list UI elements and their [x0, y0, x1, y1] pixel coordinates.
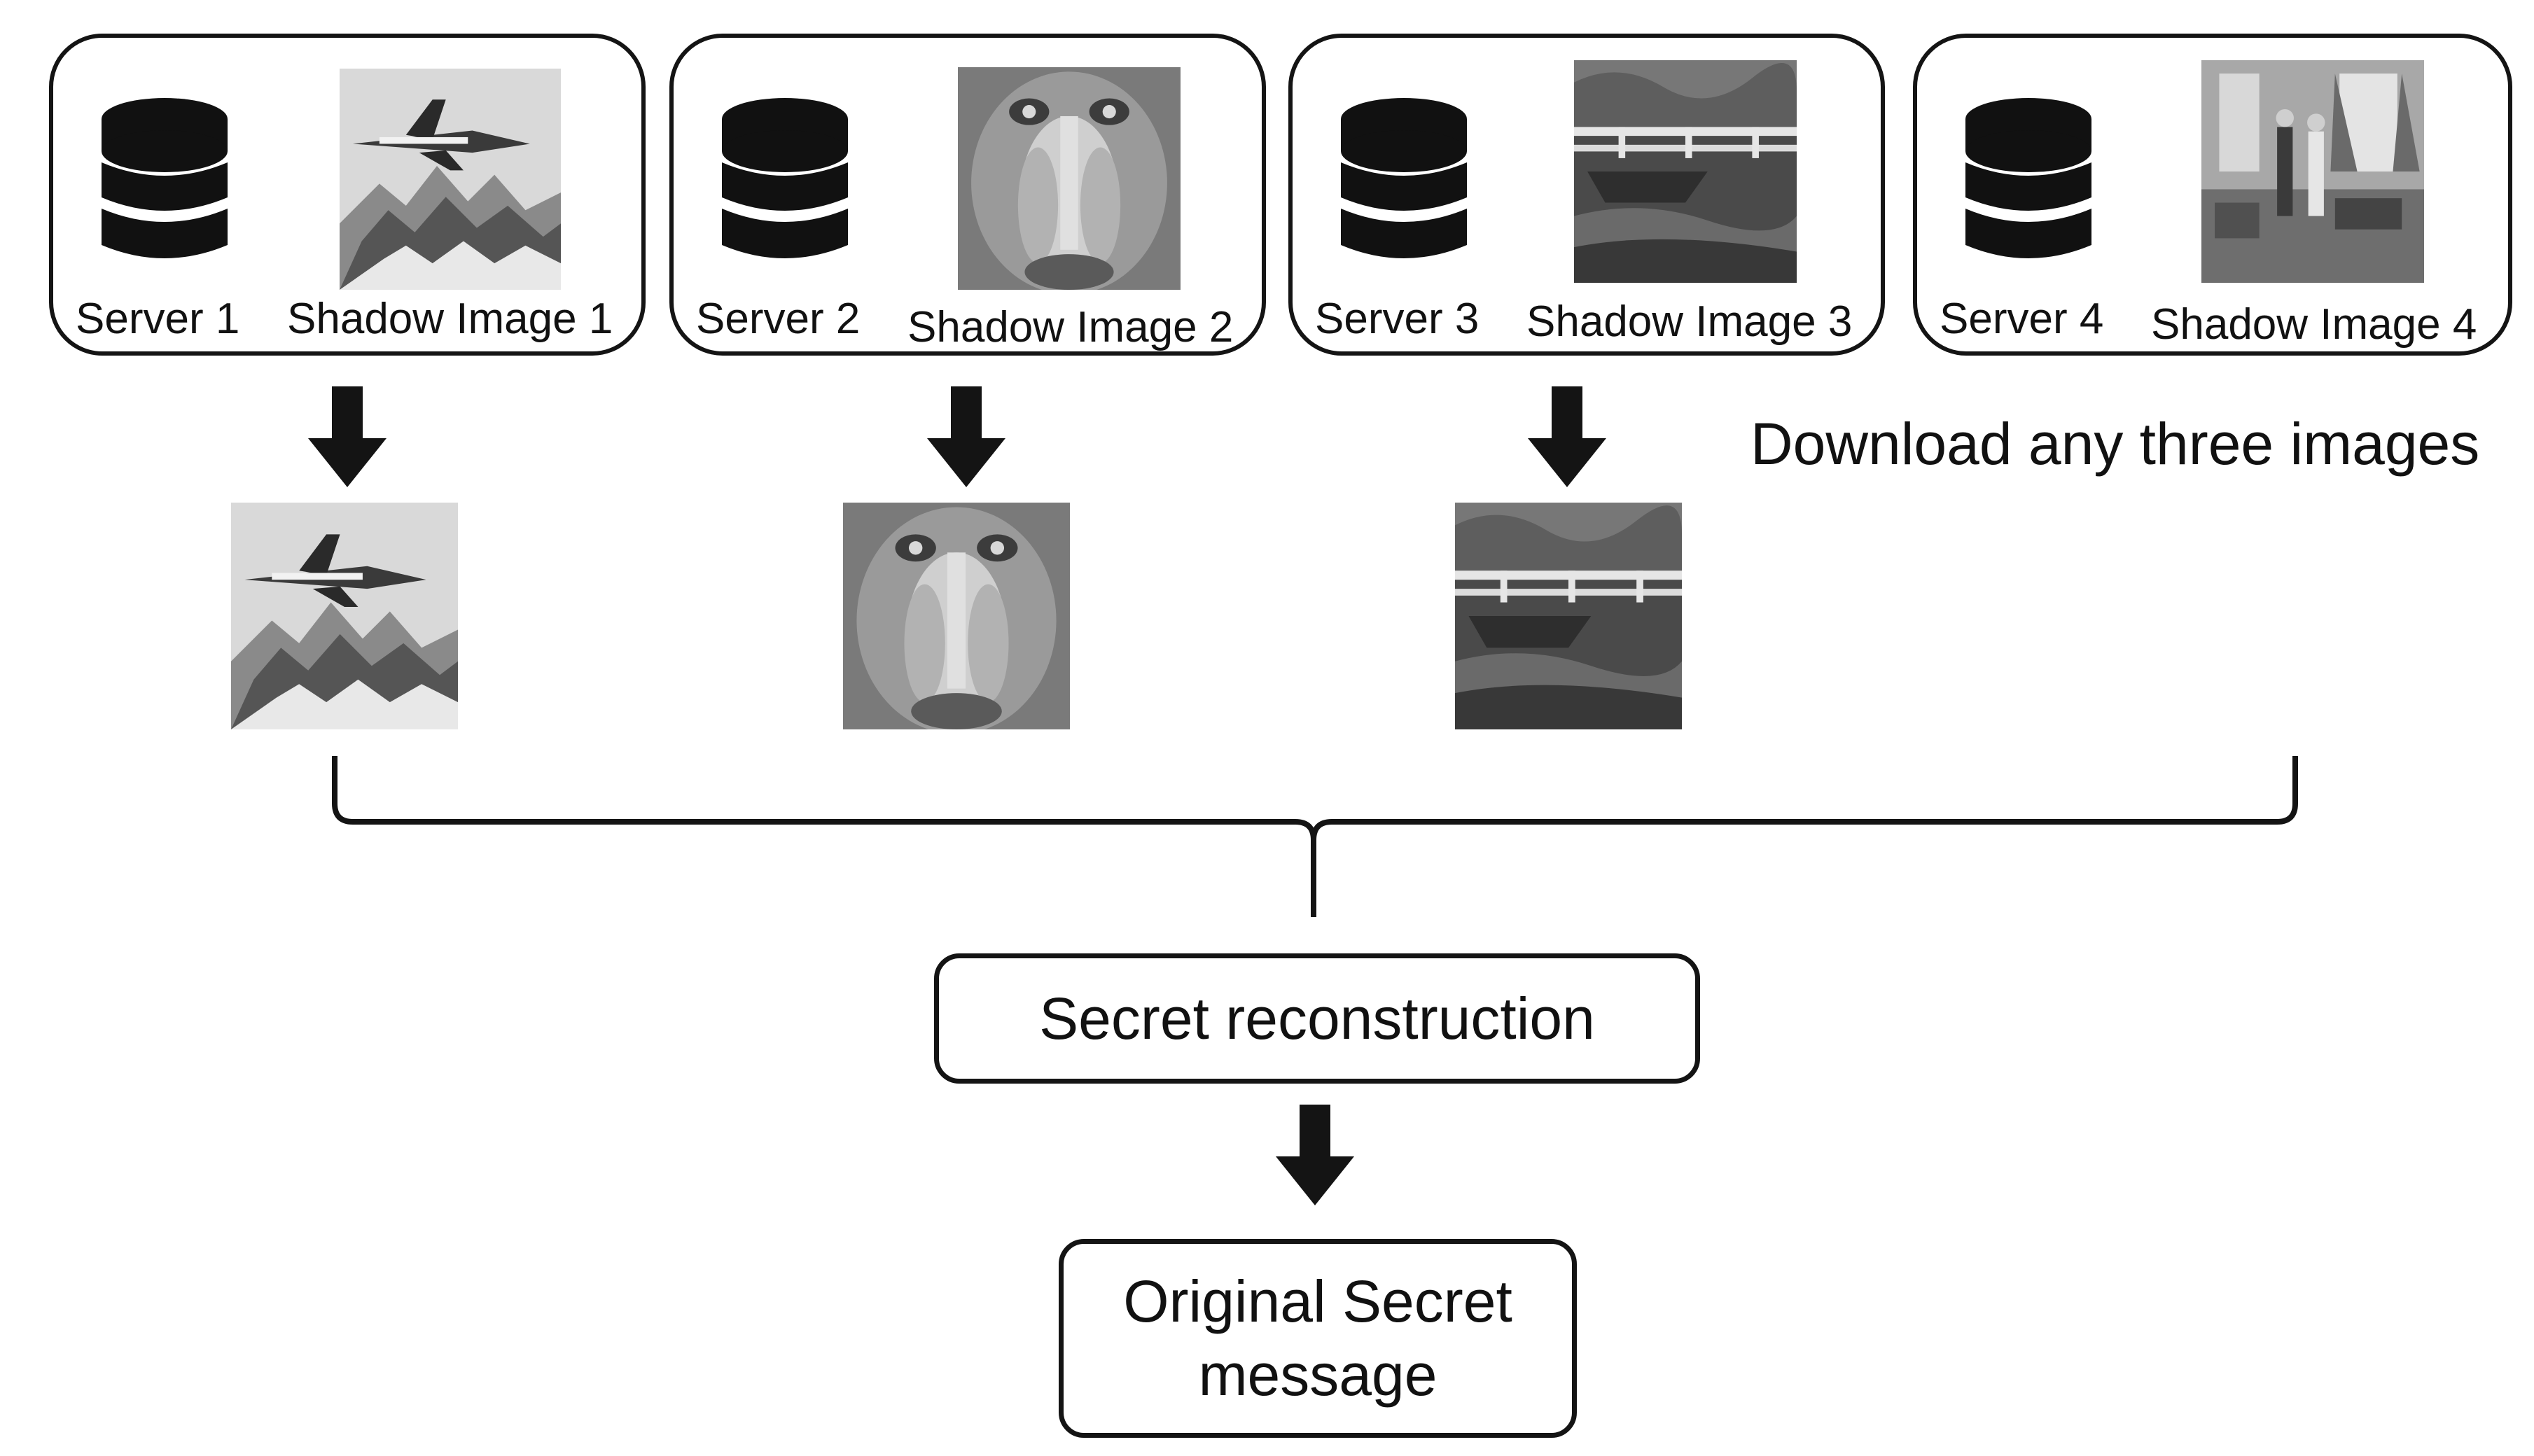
down-arrow-icon	[924, 386, 1008, 487]
mandrill-icon	[956, 67, 1182, 290]
shadow-image-3	[1573, 60, 1798, 283]
bridge-boat-icon	[1573, 60, 1798, 283]
database-icon	[1337, 95, 1470, 270]
server-card-4: Server 4 Shadow Image 4	[1913, 34, 2512, 356]
server-card-1: Server 1 Shadow Image 1	[49, 34, 646, 356]
shadow-image-1	[337, 69, 563, 290]
downloaded-image-2	[843, 503, 1070, 729]
down-arrow-icon	[1525, 386, 1609, 487]
download-caption: Download any three images	[1750, 411, 2480, 477]
server-label: Server 1	[76, 295, 240, 343]
shadow-image-label: Shadow Image 3	[1526, 298, 1853, 346]
original-secret-label: Original Secret message	[1123, 1268, 1512, 1408]
server-card-3: Server 3 Shadow Image 3	[1288, 34, 1885, 356]
server-label: Server 4	[1940, 295, 2104, 343]
mandrill-icon	[843, 503, 1070, 729]
brace-connector	[332, 756, 2298, 917]
shadow-image-2	[956, 67, 1182, 290]
shadow-image-label: Shadow Image 2	[907, 303, 1234, 351]
shadow-image-label: Shadow Image 1	[287, 295, 613, 343]
original-secret-box: Original Secret message	[1059, 1239, 1577, 1438]
server-label: Server 2	[696, 295, 861, 343]
bridge-boat-icon	[1455, 503, 1682, 729]
shadow-image-4	[2200, 60, 2425, 283]
secret-reconstruction-label: Secret reconstruction	[1039, 985, 1595, 1051]
database-icon	[1962, 95, 2095, 270]
downloaded-image-3	[1455, 503, 1682, 729]
shadow-image-label: Shadow Image 4	[2151, 300, 2477, 349]
database-icon	[98, 95, 231, 270]
database-icon	[718, 95, 851, 270]
fighter-jet-icon	[231, 503, 458, 729]
fighter-jet-icon	[337, 69, 563, 290]
server-card-2: Server 2 Shadow Image 2	[669, 34, 1266, 356]
down-arrow-icon	[1273, 1105, 1357, 1205]
interior-room-icon	[2200, 60, 2425, 283]
secret-reconstruction-box: Secret reconstruction	[934, 953, 1700, 1084]
down-arrow-icon	[305, 386, 389, 487]
downloaded-image-1	[231, 503, 458, 729]
server-label: Server 3	[1315, 295, 1480, 343]
